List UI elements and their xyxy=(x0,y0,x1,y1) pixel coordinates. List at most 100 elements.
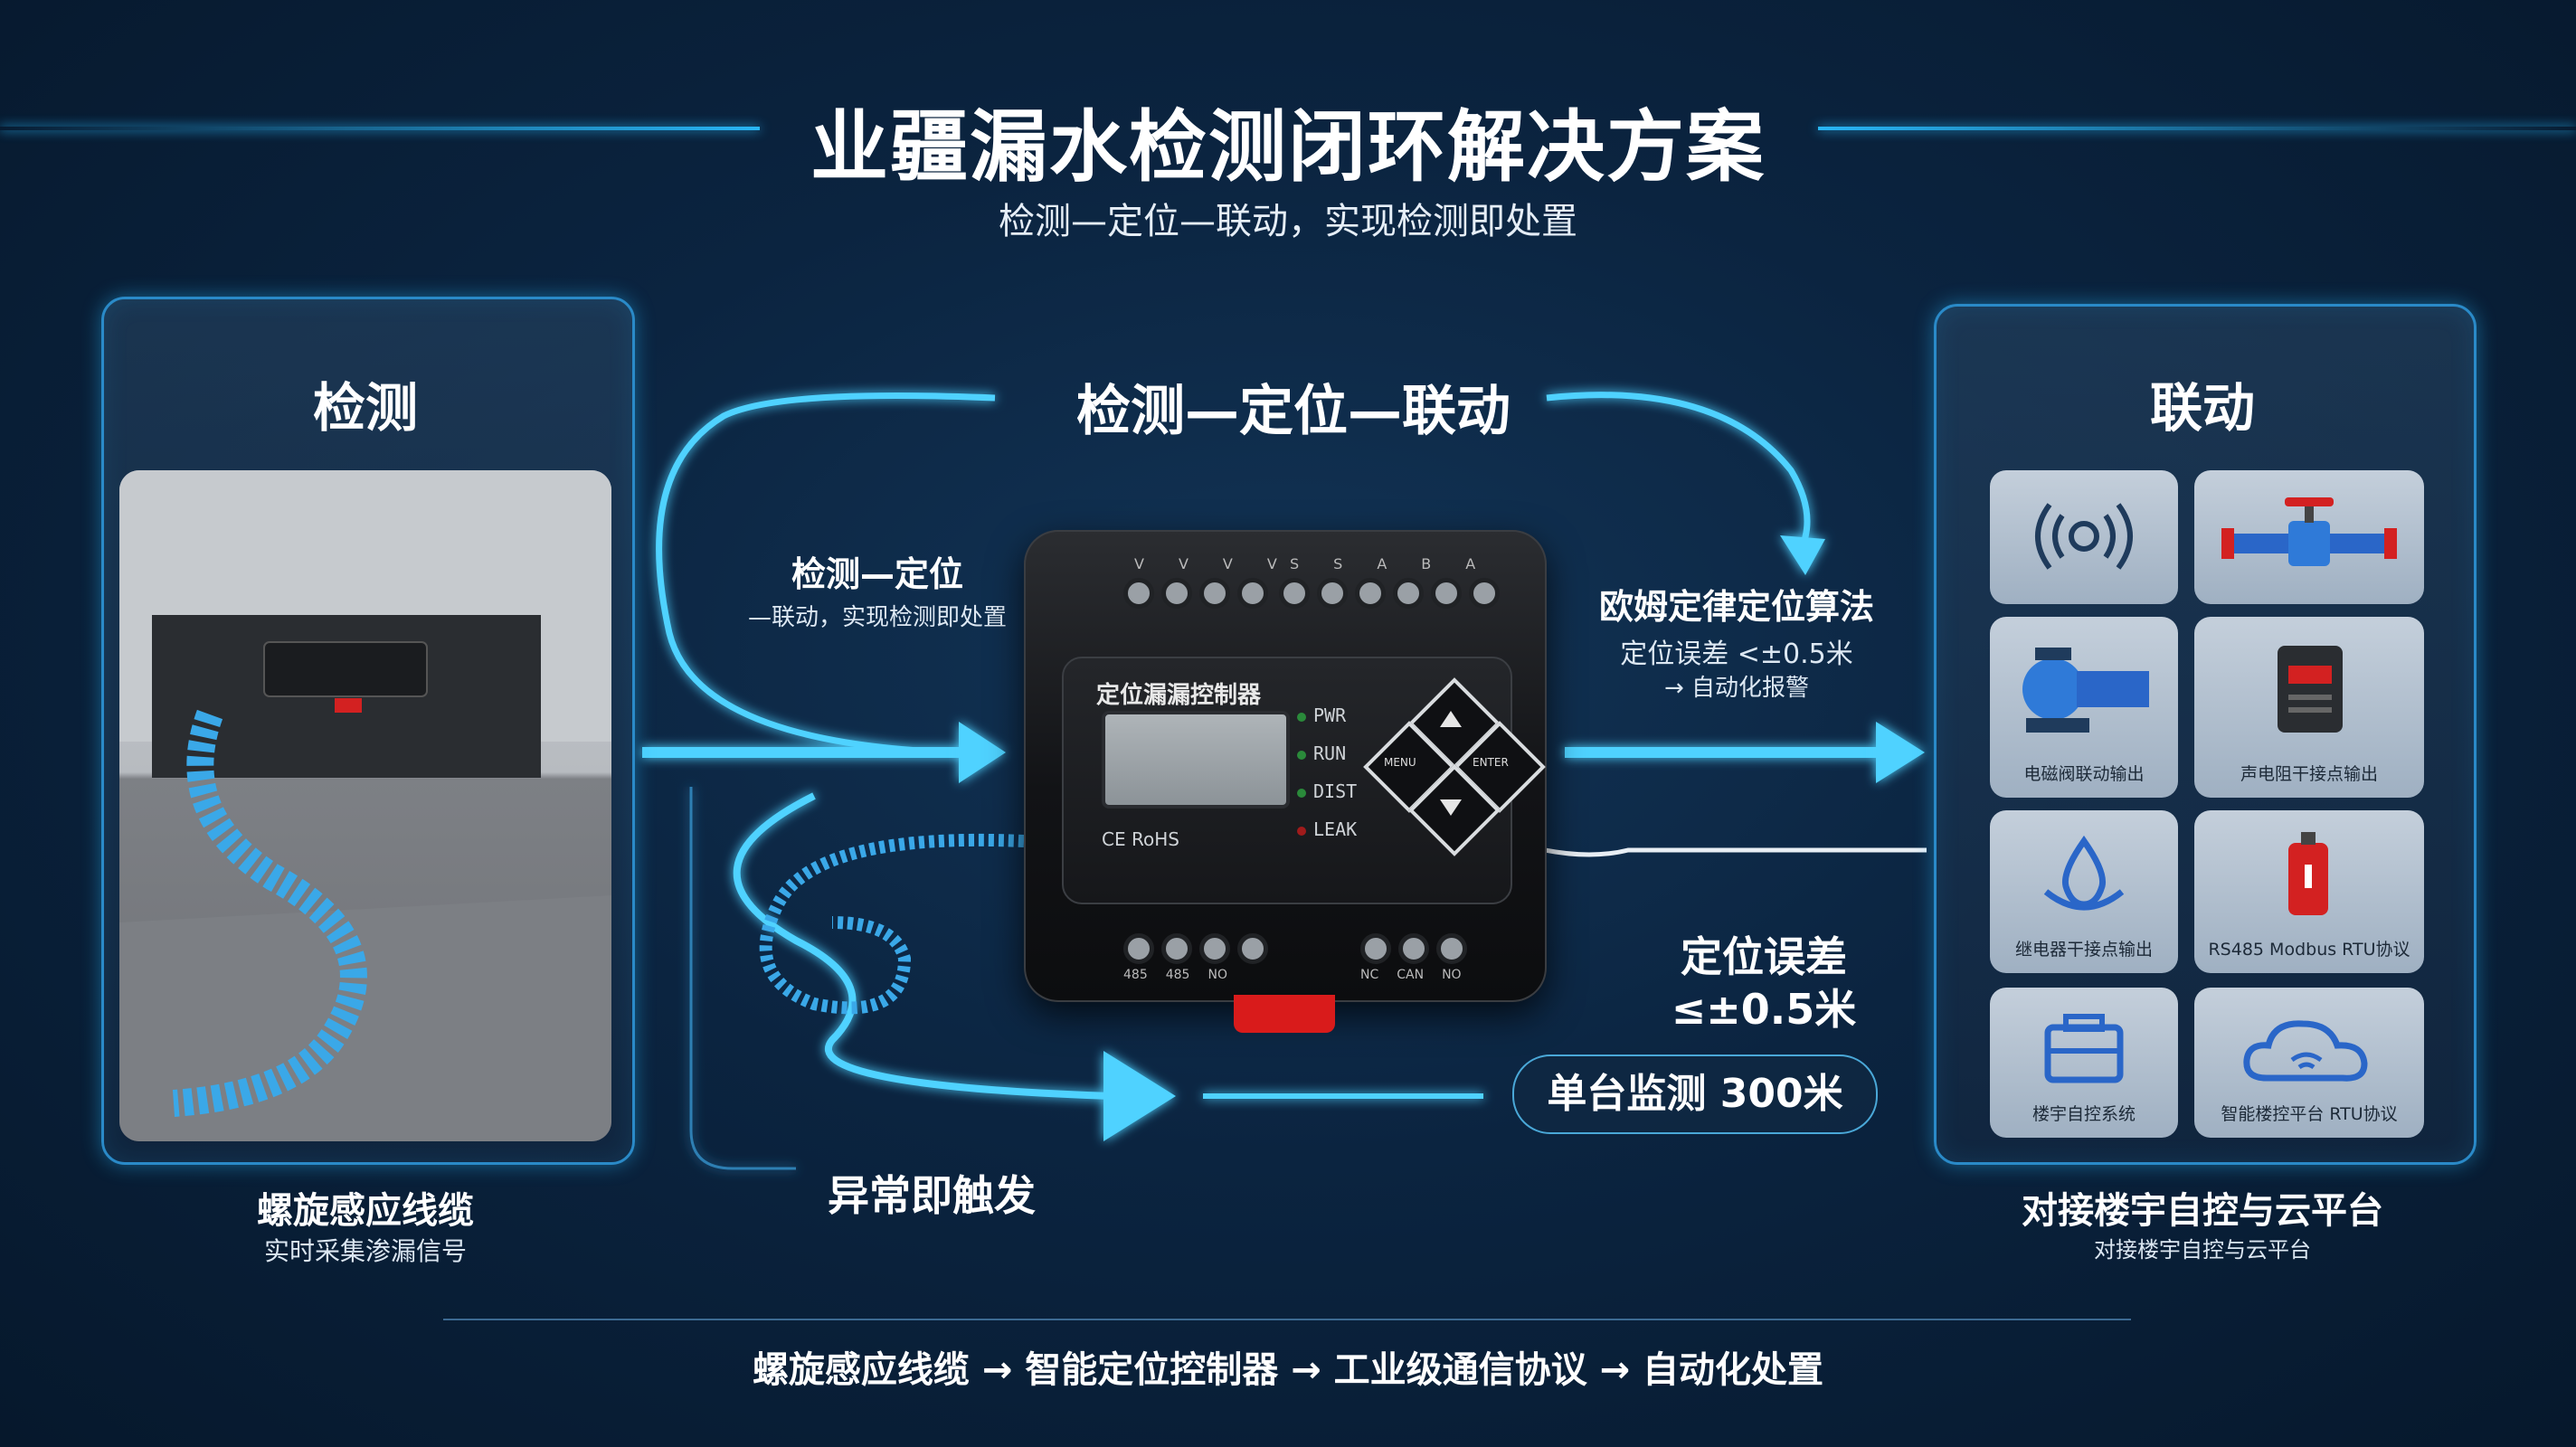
detection-caption: 螺旋感应线缆 xyxy=(257,1190,474,1232)
valve-icon xyxy=(2221,497,2397,566)
building-system-icon xyxy=(2044,1014,2124,1083)
certification-label: CE RoHS xyxy=(1102,828,1179,850)
terminal-screw xyxy=(1360,933,1391,964)
tile-relay[interactable]: 继电器干接点输出 xyxy=(1990,810,2178,973)
terminal-label: A xyxy=(1377,555,1387,572)
controller-box-icon xyxy=(2278,646,2343,733)
led-label-pwr: PWR xyxy=(1313,705,1347,726)
tile-label: RS485 Modbus RTU协议 xyxy=(2208,940,2410,960)
terminal-label: V xyxy=(1266,555,1277,572)
tile-label: 智能楼控平台 RTU协议 xyxy=(2221,1104,2398,1124)
flow-title: 检测—定位—联动 xyxy=(1076,380,1511,443)
terminal-screw xyxy=(1237,578,1268,609)
down-arrow-icon xyxy=(1440,799,1462,816)
tile-rs485[interactable]: RS485 Modbus RTU协议 xyxy=(2194,810,2424,973)
trigger-label: 异常即触发 xyxy=(828,1171,1036,1220)
terminal-label: CAN xyxy=(1397,968,1425,982)
tile-label: 继电器干接点输出 xyxy=(2014,940,2153,960)
fire-extinguisher-icon xyxy=(2288,832,2328,915)
bottom-terminal-block: 485 485 NO xyxy=(1123,933,1268,982)
terminal-screw xyxy=(1393,578,1424,609)
terminal-screw xyxy=(1398,933,1429,964)
title-divider-right xyxy=(1818,127,2576,130)
terminal-screw xyxy=(1436,933,1467,964)
cloud-wifi-icon xyxy=(2243,1020,2368,1082)
terminal-label: NC xyxy=(1360,968,1379,982)
terminal-screw xyxy=(1123,933,1154,964)
terminal-label: V xyxy=(1178,555,1189,572)
footer-divider xyxy=(443,1319,2131,1320)
tile-valve[interactable] xyxy=(2194,470,2424,604)
algorithm-alarm-label: → 自动化报警 xyxy=(1663,675,1810,702)
top-terminal-block-right: S S A B A xyxy=(1279,555,1500,609)
tile-controller[interactable]: 声电阻干接点输出 xyxy=(2194,617,2424,798)
terminal-screw xyxy=(1431,578,1462,609)
led-label-run: RUN xyxy=(1313,742,1347,764)
algorithm-error-label: 定位误差 <±0.5米 xyxy=(1620,638,1853,670)
precision-label-line2: ≤±0.5米 xyxy=(1671,985,1857,1034)
sensor-cable-illustration xyxy=(119,470,611,1141)
left-flow-sublabel: —联动，实现检测即处置 xyxy=(747,604,1007,631)
status-leds: PWR RUN DIST LEAK xyxy=(1297,696,1357,848)
sensor-cable-photo xyxy=(119,470,611,1141)
terminal-label: S xyxy=(1333,555,1343,572)
terminal-screw xyxy=(1469,578,1500,609)
linkage-subcaption: 对接楼宇自控与云平台 xyxy=(2094,1237,2311,1263)
terminal-screw xyxy=(1355,578,1386,609)
tile-label: 楼宇自控系统 xyxy=(2031,1104,2136,1124)
title-divider-left xyxy=(0,127,760,130)
din-rail-clip[interactable] xyxy=(1234,995,1335,1033)
terminal-screw xyxy=(1199,933,1230,964)
process-flow-footer: 螺旋感应线缆 → 智能定位控制器 → 工业级通信协议 → 自动化处置 xyxy=(752,1349,1824,1391)
linkage-caption: 对接楼宇自控与云平台 xyxy=(2022,1190,2383,1232)
terminal-label: 485 xyxy=(1123,968,1148,982)
left-flow-label: 检测—定位 xyxy=(791,554,963,594)
led-label-dist: DIST xyxy=(1313,780,1358,802)
terminal-screw xyxy=(1237,933,1268,964)
tile-label: 电磁阀联动输出 xyxy=(2023,764,2145,784)
terminal-label: NO xyxy=(1208,968,1227,982)
menu-label: MENU xyxy=(1384,756,1416,769)
detection-panel-title: 检测 xyxy=(312,377,418,439)
algorithm-label: 欧姆定律定位算法 xyxy=(1598,587,1874,627)
monitoring-range-badge: 单台监测 300米 xyxy=(1512,1055,1878,1134)
page-title: 业疆漏水检测闭环解决方案 xyxy=(810,102,1766,193)
terminal-label: 485 xyxy=(1165,968,1190,982)
dpad: MENU ENTER xyxy=(1363,677,1546,856)
tile-bas[interactable]: 楼宇自控系统 xyxy=(1990,988,2178,1138)
detection-subcaption: 实时采集渗漏信号 xyxy=(263,1236,467,1266)
terminal-label: A xyxy=(1465,555,1476,572)
tile-alarm[interactable] xyxy=(1990,470,2178,604)
water-drop-icon xyxy=(2043,835,2125,911)
bottom-terminal-block-right: NC CAN NO xyxy=(1360,933,1467,982)
leak-led-icon xyxy=(1297,827,1306,836)
tile-label: 声电阻干接点输出 xyxy=(2240,764,2378,784)
terminal-label: B xyxy=(1421,555,1432,572)
terminal-screw xyxy=(1317,578,1348,609)
terminal-screw xyxy=(1161,933,1192,964)
enter-label: ENTER xyxy=(1473,756,1509,769)
terminal-label: V xyxy=(1134,555,1144,572)
page-subtitle: 检测—定位—联动，实现检测即处置 xyxy=(999,201,1577,242)
dist-led-icon xyxy=(1297,789,1306,798)
precision-label-line1: 定位误差 xyxy=(1681,932,1847,981)
terminal-screw xyxy=(1199,578,1230,609)
tile-pump[interactable]: 电磁阀联动输出 xyxy=(1990,617,2178,798)
terminal-screw xyxy=(1161,578,1192,609)
alarm-signal-icon xyxy=(2035,503,2133,570)
terminal-label: S xyxy=(1290,555,1300,572)
terminal-label: V xyxy=(1222,555,1233,572)
pump-icon xyxy=(2022,648,2149,733)
terminal-label: NO xyxy=(1442,968,1462,982)
terminal-screw xyxy=(1279,578,1310,609)
tile-cloud[interactable]: 智能楼控平台 RTU协议 xyxy=(2194,988,2424,1138)
terminal-screw xyxy=(1123,578,1154,609)
led-label-leak: LEAK xyxy=(1313,818,1358,840)
run-led-icon xyxy=(1297,751,1306,760)
lcd-screen xyxy=(1102,711,1290,809)
up-arrow-icon xyxy=(1440,711,1462,727)
pwr-led-icon xyxy=(1297,713,1306,722)
linkage-panel-title: 联动 xyxy=(2149,377,2255,439)
device-name-label: 定位漏漏控制器 xyxy=(1096,682,1262,709)
